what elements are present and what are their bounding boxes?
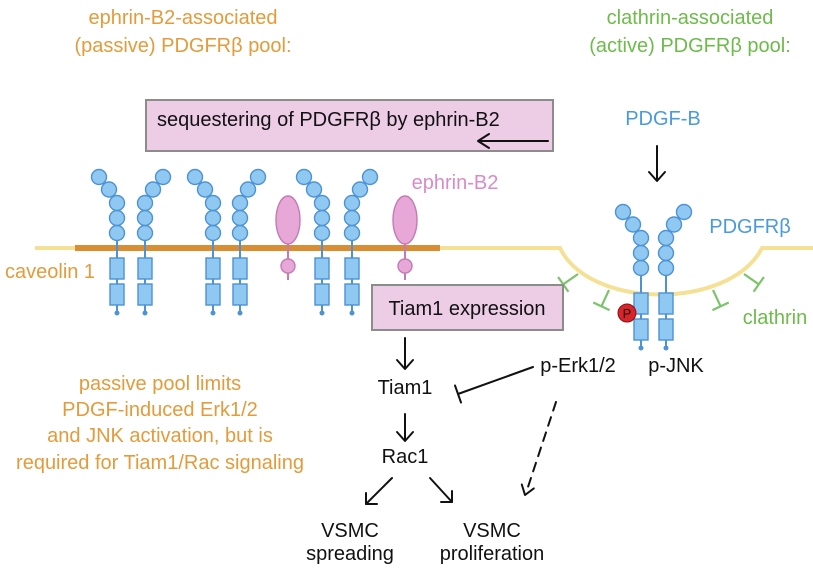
rac1-label: Rac1 [382,446,429,468]
phospho-circle [617,303,637,323]
tiam1-expression-arrow [396,337,414,370]
caveolin-label: caveolin 1 [5,261,95,283]
clathrin-label: clathrin [743,307,807,329]
tiam1-label: Tiam1 [378,377,433,399]
ephrin-b2-molecule [275,195,301,281]
pdgf-b-arrow [648,145,666,182]
erk-to-proliferation-dashed-arrow [520,401,557,496]
pdgfr-receptor [231,168,267,317]
pdgfr-receptor [186,168,222,317]
p-erk-label: p-Erk1/2 [540,355,616,377]
pdgfr-receptor [295,168,331,317]
pdgf-b-label: PDGF-B [625,108,701,130]
p-jnk-label: p-JNK [648,355,704,377]
sequester-box-frame [145,99,554,152]
pdgfr-receptor [136,168,172,317]
ephrin-b2-molecule [392,195,418,281]
outcome-proliferation-line1: VSMC [463,520,521,542]
rac1-to-spreading-arrow [365,477,393,505]
sequester-box-label: sequestering of PDGFRβ by ephrin-B2 [157,109,500,131]
rac1-to-proliferation-arrow [429,477,453,503]
sequester-arrow-head [477,133,490,149]
tiam1-expression-box: Tiam1 expression [371,284,564,331]
pdgfrb-label: PDGFRβ [709,216,791,238]
passive-pool-note: passive pool limits PDGF-induced Erk1/2 … [16,373,304,474]
tiam1-expression-frame [371,284,564,331]
ephrin-b2-label: ephrin-B2 [412,172,499,194]
outcome-spreading-line1: VSMC [321,520,379,542]
tiam1-to-rac1-arrow [396,413,414,442]
phospho-marker: P [617,303,637,323]
right-pool-title-line1: clathrin-associated [607,7,774,29]
right-pool-title-line2: (active) PDGFRβ pool: [589,35,791,57]
left-pool-title-line2: (passive) PDGFRβ pool: [74,35,291,57]
clathrin-t-shape [703,285,730,312]
tiam1-expression-label: Tiam1 expression [388,298,545,320]
outcome-proliferation-line2: proliferation [440,543,545,565]
left-pool-title-line1: ephrin-B2-associated [89,7,278,29]
note-line: PDGF-induced Erk1/2 [62,399,258,421]
note-line: and JNK activation, but is [47,425,273,447]
sequester-box: sequestering of PDGFRβ by ephrin-B2 [145,99,554,152]
erk-inhibits-tiam1 [454,366,534,404]
phospho-label: P [623,306,632,321]
note-line: required for Tiam1/Rac signaling [16,452,304,474]
pdgfr-receptor [90,168,126,317]
pdgfr-receptor-active [614,203,650,352]
pdgfr-receptor-active [657,203,693,352]
note-line: passive pool limits [79,373,241,395]
outcome-spreading-line2: spreading [306,543,394,565]
